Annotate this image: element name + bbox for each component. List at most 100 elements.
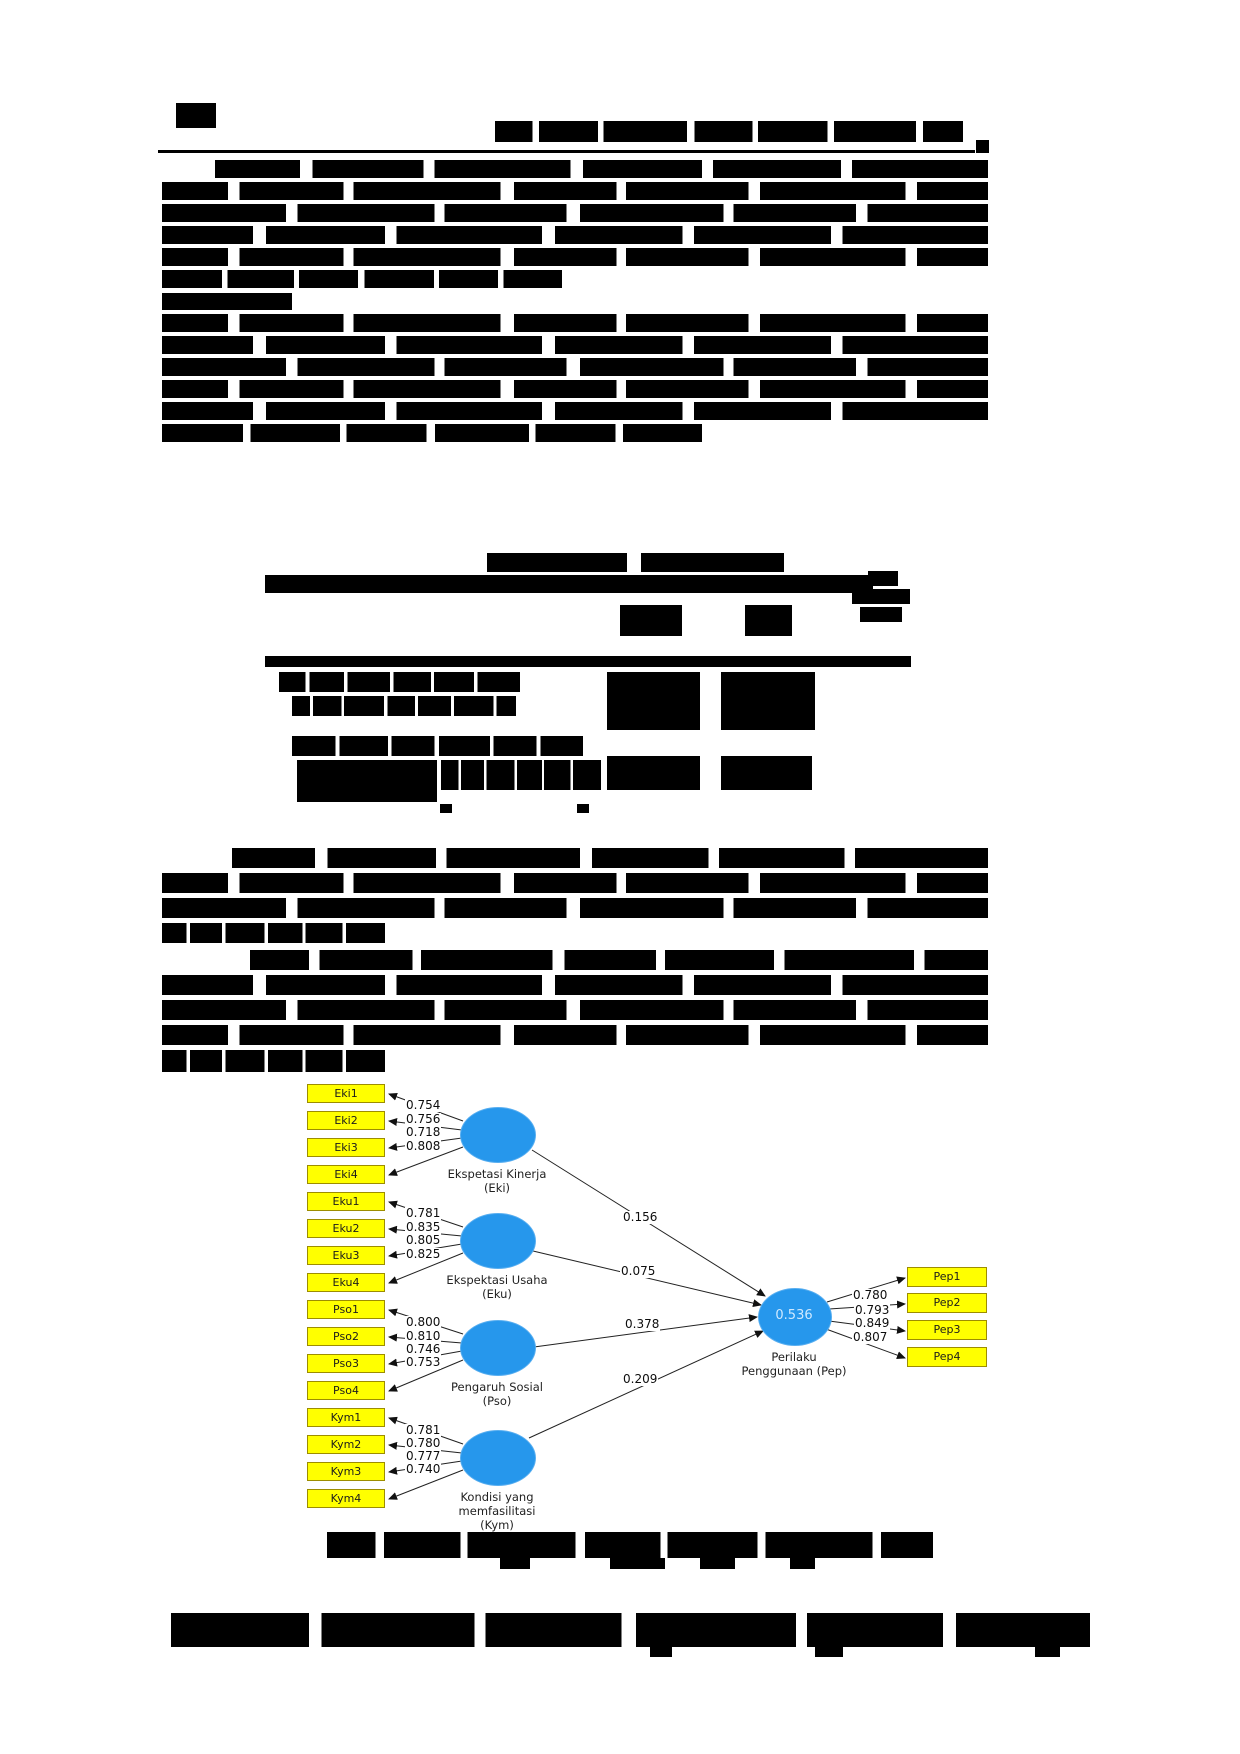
loading-value: 0.777 (405, 1449, 442, 1463)
construct-ellipse-pso (460, 1320, 536, 1376)
indicator-box-kym2: Kym2 (307, 1435, 385, 1454)
redacted-text (162, 270, 562, 288)
redacted-text (250, 950, 988, 970)
redacted-table-cell (297, 760, 437, 802)
redacted-text (162, 424, 702, 442)
indicator-box-pep4: Pep4 (907, 1347, 987, 1367)
path-coefficient: 0.209 (622, 1372, 659, 1386)
redacted-figure-caption (500, 1558, 530, 1569)
redacted-table-header (620, 605, 682, 636)
loading-value: 0.718 (405, 1125, 442, 1139)
redacted-text (162, 248, 988, 266)
loading-value: 0.754 (405, 1098, 442, 1112)
redacted-header-title (495, 121, 963, 142)
loading-value: 0.780 (852, 1288, 889, 1302)
indicator-box-eku3: Eku3 (307, 1246, 385, 1265)
construct-ellipse-eki (460, 1107, 536, 1163)
redacted-table-note (440, 804, 452, 813)
construct-label-pep: Perilaku Penggunaan (Pep) (714, 1350, 874, 1378)
header-rule (158, 150, 975, 153)
construct-label-pso: Pengaruh Sosial (Pso) (417, 1380, 577, 1408)
redacted-table-cell (607, 672, 700, 730)
indicator-box-kym4: Kym4 (307, 1489, 385, 1508)
construct-label-line: Perilaku (771, 1350, 817, 1364)
path-model-arrows (388, 1092, 906, 1500)
redacted-table-header (852, 589, 910, 604)
indicator-box-eki1: Eki1 (307, 1084, 385, 1103)
indicator-box-pep3: Pep3 (907, 1320, 987, 1340)
redacted-table-title (487, 553, 627, 572)
loading-value: 0.805 (405, 1233, 442, 1247)
construct-label-line: Pengaruh Sosial (451, 1380, 543, 1394)
construct-label-line: (Kym) (480, 1518, 514, 1532)
redacted-footer (1035, 1647, 1060, 1657)
loading-value: 0.793 (854, 1303, 891, 1317)
redacted-figure-caption (610, 1558, 665, 1569)
path-coefficient: 0.075 (620, 1264, 657, 1278)
redacted-text (162, 182, 988, 200)
path-coefficient: 0.378 (624, 1317, 661, 1331)
construct-label-line: Ekspetasi Kinerja (447, 1167, 547, 1181)
redacted-heading (162, 293, 292, 310)
redacted-text (162, 336, 988, 354)
redacted-table-cell (292, 696, 516, 716)
loading-value: 0.753 (405, 1355, 442, 1369)
redacted-header-mark (976, 140, 989, 153)
loading-value: 0.807 (852, 1330, 889, 1344)
redacted-table-cell (292, 736, 583, 756)
redacted-table-cell (441, 760, 601, 790)
construct-label-eku: Ekspektasi Usaha (Eku) (417, 1273, 577, 1301)
indicator-box-pep2: Pep2 (907, 1293, 987, 1313)
redacted-text (162, 898, 988, 918)
construct-label-line: Ekspektasi Usaha (446, 1273, 548, 1287)
loading-value: 0.835 (405, 1220, 442, 1234)
redacted-table-note (577, 804, 589, 813)
redacted-figure-caption (790, 1558, 815, 1569)
loading-value: 0.849 (854, 1316, 891, 1330)
construct-label-line: (Eku) (482, 1287, 512, 1301)
redacted-text (162, 1000, 988, 1020)
redacted-table-cell (607, 756, 700, 790)
r-square-value: 0.536 (775, 1308, 813, 1323)
redacted-figure-caption (700, 1558, 735, 1569)
indicator-box-kym1: Kym1 (307, 1408, 385, 1427)
redacted-table-cell (721, 672, 815, 730)
redacted-table-rule (265, 656, 911, 667)
indicator-box-pso3: Pso3 (307, 1354, 385, 1373)
loading-value: 0.746 (405, 1342, 442, 1356)
redacted-logo (176, 103, 216, 128)
construct-label-line: memfasilitasi (458, 1504, 536, 1518)
redacted-figure-caption (327, 1532, 933, 1558)
redacted-text (162, 358, 988, 376)
construct-label-eki: Ekspetasi Kinerja (Eki) (417, 1167, 577, 1195)
indicator-box-eku1: Eku1 (307, 1192, 385, 1211)
redacted-table-header (745, 605, 792, 636)
redacted-text (162, 402, 988, 420)
loading-value: 0.808 (405, 1139, 442, 1153)
indicator-box-eku4: Eku4 (307, 1273, 385, 1292)
redacted-table-cell (721, 756, 812, 790)
construct-ellipse-pep (758, 1288, 832, 1346)
redacted-table-header (868, 571, 898, 586)
redacted-table-header (860, 607, 902, 622)
redacted-text (232, 848, 988, 868)
redacted-text (162, 380, 988, 398)
indicator-box-pso4: Pso4 (307, 1381, 385, 1400)
loading-value: 0.810 (405, 1329, 442, 1343)
redacted-figure-heading (162, 1050, 385, 1072)
construct-label-line: Kondisi yang (460, 1490, 534, 1504)
indicator-box-eki2: Eki2 (307, 1111, 385, 1130)
redacted-text (162, 314, 988, 332)
indicator-box-pso2: Pso2 (307, 1327, 385, 1346)
redacted-footer (815, 1647, 843, 1657)
indicator-box-eku2: Eku2 (307, 1219, 385, 1238)
loading-value: 0.781 (405, 1206, 442, 1220)
construct-label-line: (Eki) (483, 1181, 511, 1195)
indicator-box-eki4: Eki4 (307, 1165, 385, 1184)
redacted-text (162, 923, 385, 943)
path-coefficient: 0.156 (622, 1210, 659, 1224)
indicator-box-pep1: Pep1 (907, 1267, 987, 1287)
loading-value: 0.740 (405, 1462, 442, 1476)
loading-value: 0.780 (405, 1436, 442, 1450)
